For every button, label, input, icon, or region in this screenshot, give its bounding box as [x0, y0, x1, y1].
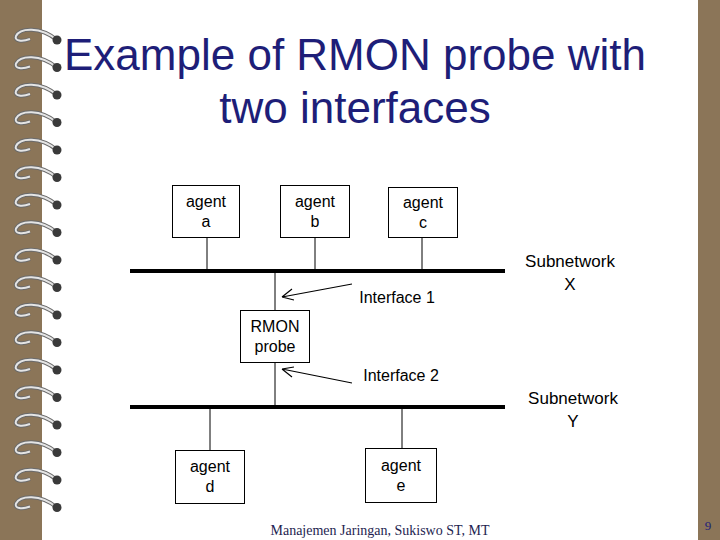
- spiral-ring-highlight: [16, 305, 57, 316]
- subnetwork-label: Subnetwork Y: [527, 387, 619, 433]
- bus-line: [130, 405, 505, 409]
- spiral-ring-highlight: [16, 195, 57, 206]
- binding-hole: [53, 393, 62, 402]
- spiral-ring-highlight: [16, 442, 57, 453]
- box-label: RMON probe: [250, 317, 301, 357]
- bus-line: [130, 269, 505, 273]
- spiral-ring-highlight: [16, 30, 57, 41]
- spiral-ring: [16, 85, 57, 96]
- spiral-ring-highlight: [16, 415, 57, 426]
- spiral-ring: [16, 470, 57, 481]
- leader-arrow: [282, 367, 352, 383]
- spiral-ring: [16, 30, 57, 41]
- interface-label: Interface 2: [356, 366, 446, 386]
- agent-box: agent a: [172, 185, 240, 238]
- box-label: agent e: [376, 456, 427, 496]
- spiral-ring-highlight: [16, 140, 57, 151]
- agent-box: agent d: [175, 450, 245, 504]
- box-label: agent a: [181, 192, 232, 232]
- spiral-ring-highlight: [16, 250, 57, 261]
- binding-hole: [53, 173, 62, 182]
- drop-wire: [315, 238, 316, 271]
- spiral-ring: [16, 415, 57, 426]
- spiral-ring: [16, 332, 57, 343]
- spiral-ring: [16, 57, 57, 68]
- page-number: 9: [698, 518, 718, 534]
- spiral-ring-highlight: [16, 112, 57, 123]
- drop-wire: [275, 363, 276, 407]
- slide-title: Example of RMON probe with two interface…: [60, 28, 650, 134]
- spiral-ring-highlight: [16, 85, 57, 96]
- box-label: agent c: [398, 193, 449, 233]
- binding-hole: [53, 338, 62, 347]
- drop-wire: [210, 407, 211, 450]
- leader-arrow: [282, 284, 352, 300]
- spiral-ring: [16, 360, 57, 371]
- binding-hole: [53, 63, 62, 72]
- spiral-ring: [16, 167, 57, 178]
- binding-hole: [53, 311, 62, 320]
- spiral-ring: [16, 140, 57, 151]
- binding-hole: [53, 256, 62, 265]
- spiral-ring: [16, 222, 57, 233]
- spiral-ring-highlight: [16, 167, 57, 178]
- network-wires: [130, 238, 505, 450]
- binding-hole: [53, 146, 62, 155]
- binding-hole: [53, 421, 62, 430]
- interface-label: Interface 1: [352, 288, 442, 308]
- spiral-ring-highlight: [16, 332, 57, 343]
- box-label: agent d: [185, 457, 236, 497]
- binding-hole: [53, 366, 62, 375]
- subnetwork-label: Subnetwork X: [524, 250, 616, 296]
- spiral-ring-highlight: [16, 277, 57, 288]
- spiral-ring-highlight: [16, 470, 57, 481]
- spiral-ring: [16, 112, 57, 123]
- spiral-ring: [16, 250, 57, 261]
- spiral-ring: [16, 387, 57, 398]
- spiral-ring-highlight: [16, 222, 57, 233]
- footer-text: Manajemen Jaringan, Sukiswo ST, MT: [200, 522, 560, 540]
- binding-hole: [53, 36, 62, 45]
- agent-box: agent e: [365, 448, 437, 503]
- spiral-ring: [16, 497, 57, 508]
- binding-hole: [53, 91, 62, 100]
- spiral-binding: [16, 30, 62, 512]
- agent-box: agent b: [280, 185, 350, 238]
- spiral-ring: [16, 305, 57, 316]
- drop-wire: [207, 238, 208, 271]
- drop-wire: [422, 238, 423, 271]
- spiral-ring: [16, 195, 57, 206]
- binding-hole: [53, 228, 62, 237]
- probe-box: RMON probe: [240, 310, 310, 363]
- box-label: agent b: [290, 192, 341, 232]
- drop-wire: [402, 407, 403, 448]
- binding-hole: [53, 118, 62, 127]
- binding-hole: [53, 476, 62, 485]
- agent-box: agent c: [388, 187, 458, 238]
- binding-hole: [53, 283, 62, 292]
- spiral-ring-highlight: [16, 360, 57, 371]
- spiral-ring: [16, 442, 57, 453]
- spiral-ring-highlight: [16, 387, 57, 398]
- binding-hole: [53, 503, 62, 512]
- spiral-ring: [16, 277, 57, 288]
- spiral-ring-highlight: [16, 57, 57, 68]
- binding-hole: [53, 448, 62, 457]
- spiral-ring-highlight: [16, 497, 57, 508]
- binding-hole: [53, 201, 62, 210]
- drop-wire: [275, 271, 276, 310]
